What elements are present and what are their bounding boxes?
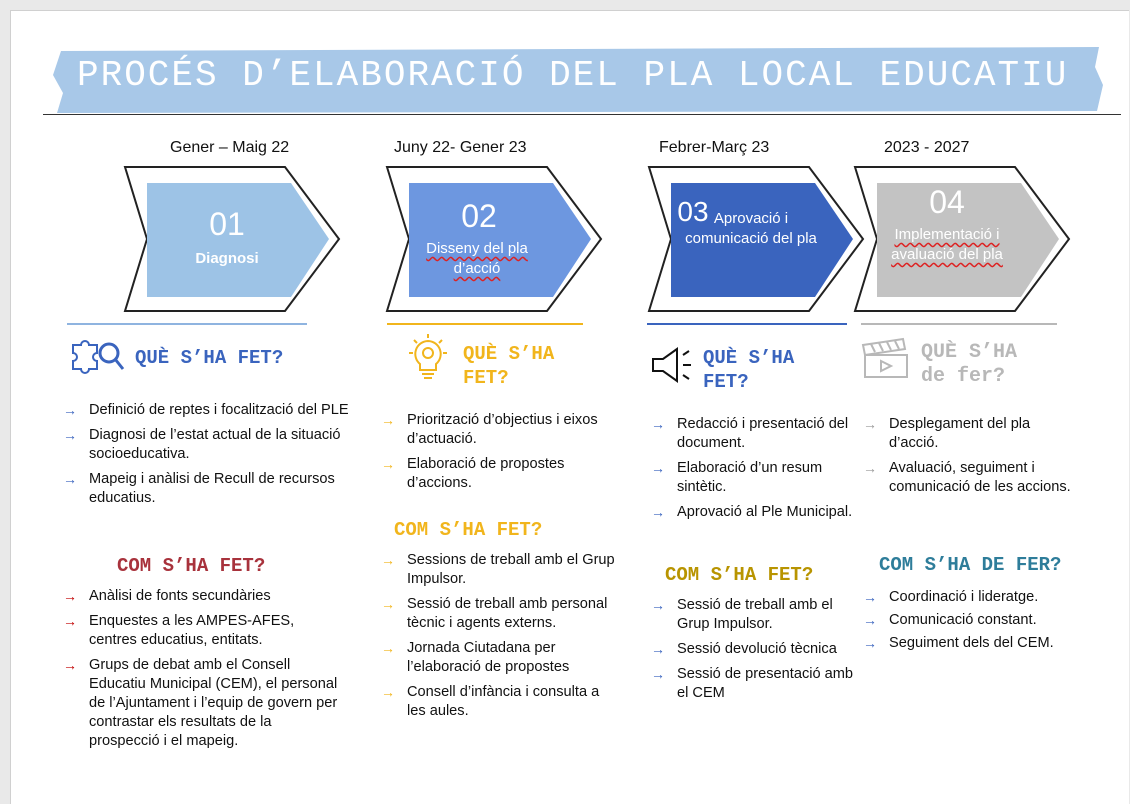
- arrow-icon: →: [651, 504, 665, 520]
- col-3-com-items: →Sessió de treball amb el Grup Impulsor.…: [651, 596, 859, 709]
- col-3-separator: [647, 323, 847, 325]
- list-item: →Grups de debat amb el Consell Educatiu …: [63, 657, 338, 749]
- list-item: →Redacció i presentació del document.: [651, 416, 849, 451]
- col-4-com-heading: COM S’HA DE FER?: [879, 554, 1062, 576]
- step-1-date: Gener – Maig 22: [170, 139, 290, 156]
- list-item: →Elaboració d’un resum sintètic.: [651, 460, 823, 495]
- col-3-items: →Redacció i presentació del document. →E…: [651, 415, 871, 528]
- step-1-label: Diagnosi: [195, 250, 259, 267]
- list-item: →Diagnosi de l’estat actual de la situac…: [63, 427, 341, 462]
- col-2-items: →Priorització d’objectius i eixos d’actu…: [381, 411, 611, 499]
- megaphone-icon: [652, 347, 691, 383]
- step-4-number: 04: [929, 184, 965, 220]
- list-item: →Consell d’infància i consulta a les aul…: [381, 684, 600, 719]
- arrow-icon: →: [381, 640, 395, 656]
- step-1-chevron: [123, 166, 341, 312]
- step-3-date: Febrer-Març 23: [659, 139, 770, 156]
- arrow-icon: →: [63, 588, 77, 604]
- col-1-com-heading: COM S’HA FET?: [117, 555, 266, 577]
- title-underline: [43, 114, 1121, 115]
- arrow-icon: →: [651, 597, 665, 613]
- col-2-heading: QUÈ S’HA FET?: [463, 343, 555, 389]
- col-4-items: →Desplegament del pla d’acció. →Avaluaci…: [863, 415, 1073, 503]
- list-item: →Sessió de presentació amb el CEM: [651, 666, 854, 701]
- col-2-com-heading: COM S’HA FET?: [394, 519, 543, 541]
- col-4-com-items: →Coordinació i lideratge. →Comunicació c…: [863, 588, 1103, 659]
- step-2-label: Disseny del pla d’acció: [426, 240, 528, 277]
- step-4-label: Implementació i avaluació del pla: [891, 226, 1003, 263]
- arrow-icon: →: [63, 402, 77, 418]
- list-item: →Avaluació, seguiment i comunicació de l…: [863, 460, 1071, 495]
- arrow-icon: →: [381, 456, 395, 472]
- col-2-com-items: →Sessions de treball amb el Grup Impulso…: [381, 551, 617, 727]
- step-2-chevron: [385, 166, 603, 312]
- step-1-number: 01: [209, 206, 245, 242]
- arrow-icon: →: [863, 589, 877, 605]
- arrow-icon: →: [863, 416, 877, 432]
- list-item: →Sessió devolució tècnica: [651, 641, 837, 657]
- step-3-chevron: [647, 166, 865, 312]
- step-3-label: Aprovació i comunicació del pla: [685, 210, 817, 247]
- step-4-date: 2023 - 2027: [884, 139, 970, 156]
- col-2-separator: [387, 323, 583, 325]
- arrow-icon: →: [63, 427, 77, 443]
- list-item: →Priorització d’objectius i eixos d’actu…: [381, 412, 598, 447]
- arrow-icon: →: [863, 612, 877, 628]
- list-item: →Anàlisi de fonts secundàries: [63, 588, 271, 604]
- page-title: PROCÉS D’ELABORACIÓ DEL PLA LOCAL EDUCAT…: [77, 55, 1069, 96]
- list-item: →Definició de reptes i focalització del …: [63, 402, 349, 418]
- list-item: →Coordinació i lideratge.: [863, 589, 1039, 605]
- col-3-com-heading: COM S’HA FET?: [665, 564, 814, 586]
- list-item: →Desplegament del pla d’acció.: [863, 416, 1031, 451]
- step-2-date: Juny 22- Gener 23: [394, 139, 527, 156]
- list-item: →Sessions de treball amb el Grup Impulso…: [381, 552, 615, 587]
- col-4-separator: [861, 323, 1057, 325]
- list-item: →Sessió de treball amb el Grup Impulsor.: [651, 597, 833, 632]
- col-1-com-items: →Anàlisi de fonts secundàries →Enquestes…: [63, 587, 345, 757]
- title-banner: [47, 45, 1107, 115]
- puzzle-search-icon: [72, 340, 125, 374]
- list-item: →Mapeig i anàlisi de Recull de recursos …: [63, 471, 335, 506]
- list-item: →Enquestes a les AMPES-AFES, centres edu…: [63, 613, 295, 648]
- list-item: →Comunicació constant.: [863, 612, 1037, 628]
- arrow-icon: →: [381, 596, 395, 612]
- list-item: →Aprovació al Ple Municipal.: [651, 504, 853, 520]
- col-1-separator: [67, 323, 307, 325]
- col-1-heading: QUÈ S’HA FET?: [135, 347, 284, 369]
- list-item: →Sessió de treball amb personal tècnic i…: [381, 596, 608, 631]
- step-3-number: 03: [677, 196, 709, 227]
- col-3-heading: QUÈ S’HA FET?: [703, 347, 795, 393]
- step-2-number: 02: [461, 198, 497, 234]
- clapperboard-icon: [861, 337, 908, 378]
- list-item: →Seguiment dels del CEM.: [863, 635, 1054, 651]
- arrow-icon: →: [651, 666, 665, 682]
- arrow-icon: →: [381, 684, 395, 700]
- col-4-heading: QUÈ S’HA de fer?: [921, 341, 1018, 388]
- list-item: →Jornada Ciutadana per l’elaboració de p…: [381, 640, 570, 675]
- arrow-icon: →: [863, 635, 877, 651]
- step-4-chevron: [853, 166, 1071, 312]
- arrow-icon: →: [63, 471, 77, 487]
- lightbulb-gear-icon: [409, 334, 447, 379]
- arrow-icon: →: [651, 416, 665, 432]
- infographic-page: PROCÉS D’ELABORACIÓ DEL PLA LOCAL EDUCAT…: [10, 10, 1129, 804]
- arrow-icon: →: [651, 460, 665, 476]
- arrow-icon: →: [63, 613, 77, 629]
- arrow-icon: →: [381, 412, 395, 428]
- arrow-icon: →: [381, 552, 395, 568]
- arrow-icon: →: [63, 657, 77, 673]
- col-1-items: →Definició de reptes i focalització del …: [63, 401, 381, 514]
- arrow-icon: →: [651, 641, 665, 657]
- arrow-icon: →: [863, 460, 877, 476]
- list-item: →Elaboració de propostes d’accions.: [381, 456, 565, 491]
